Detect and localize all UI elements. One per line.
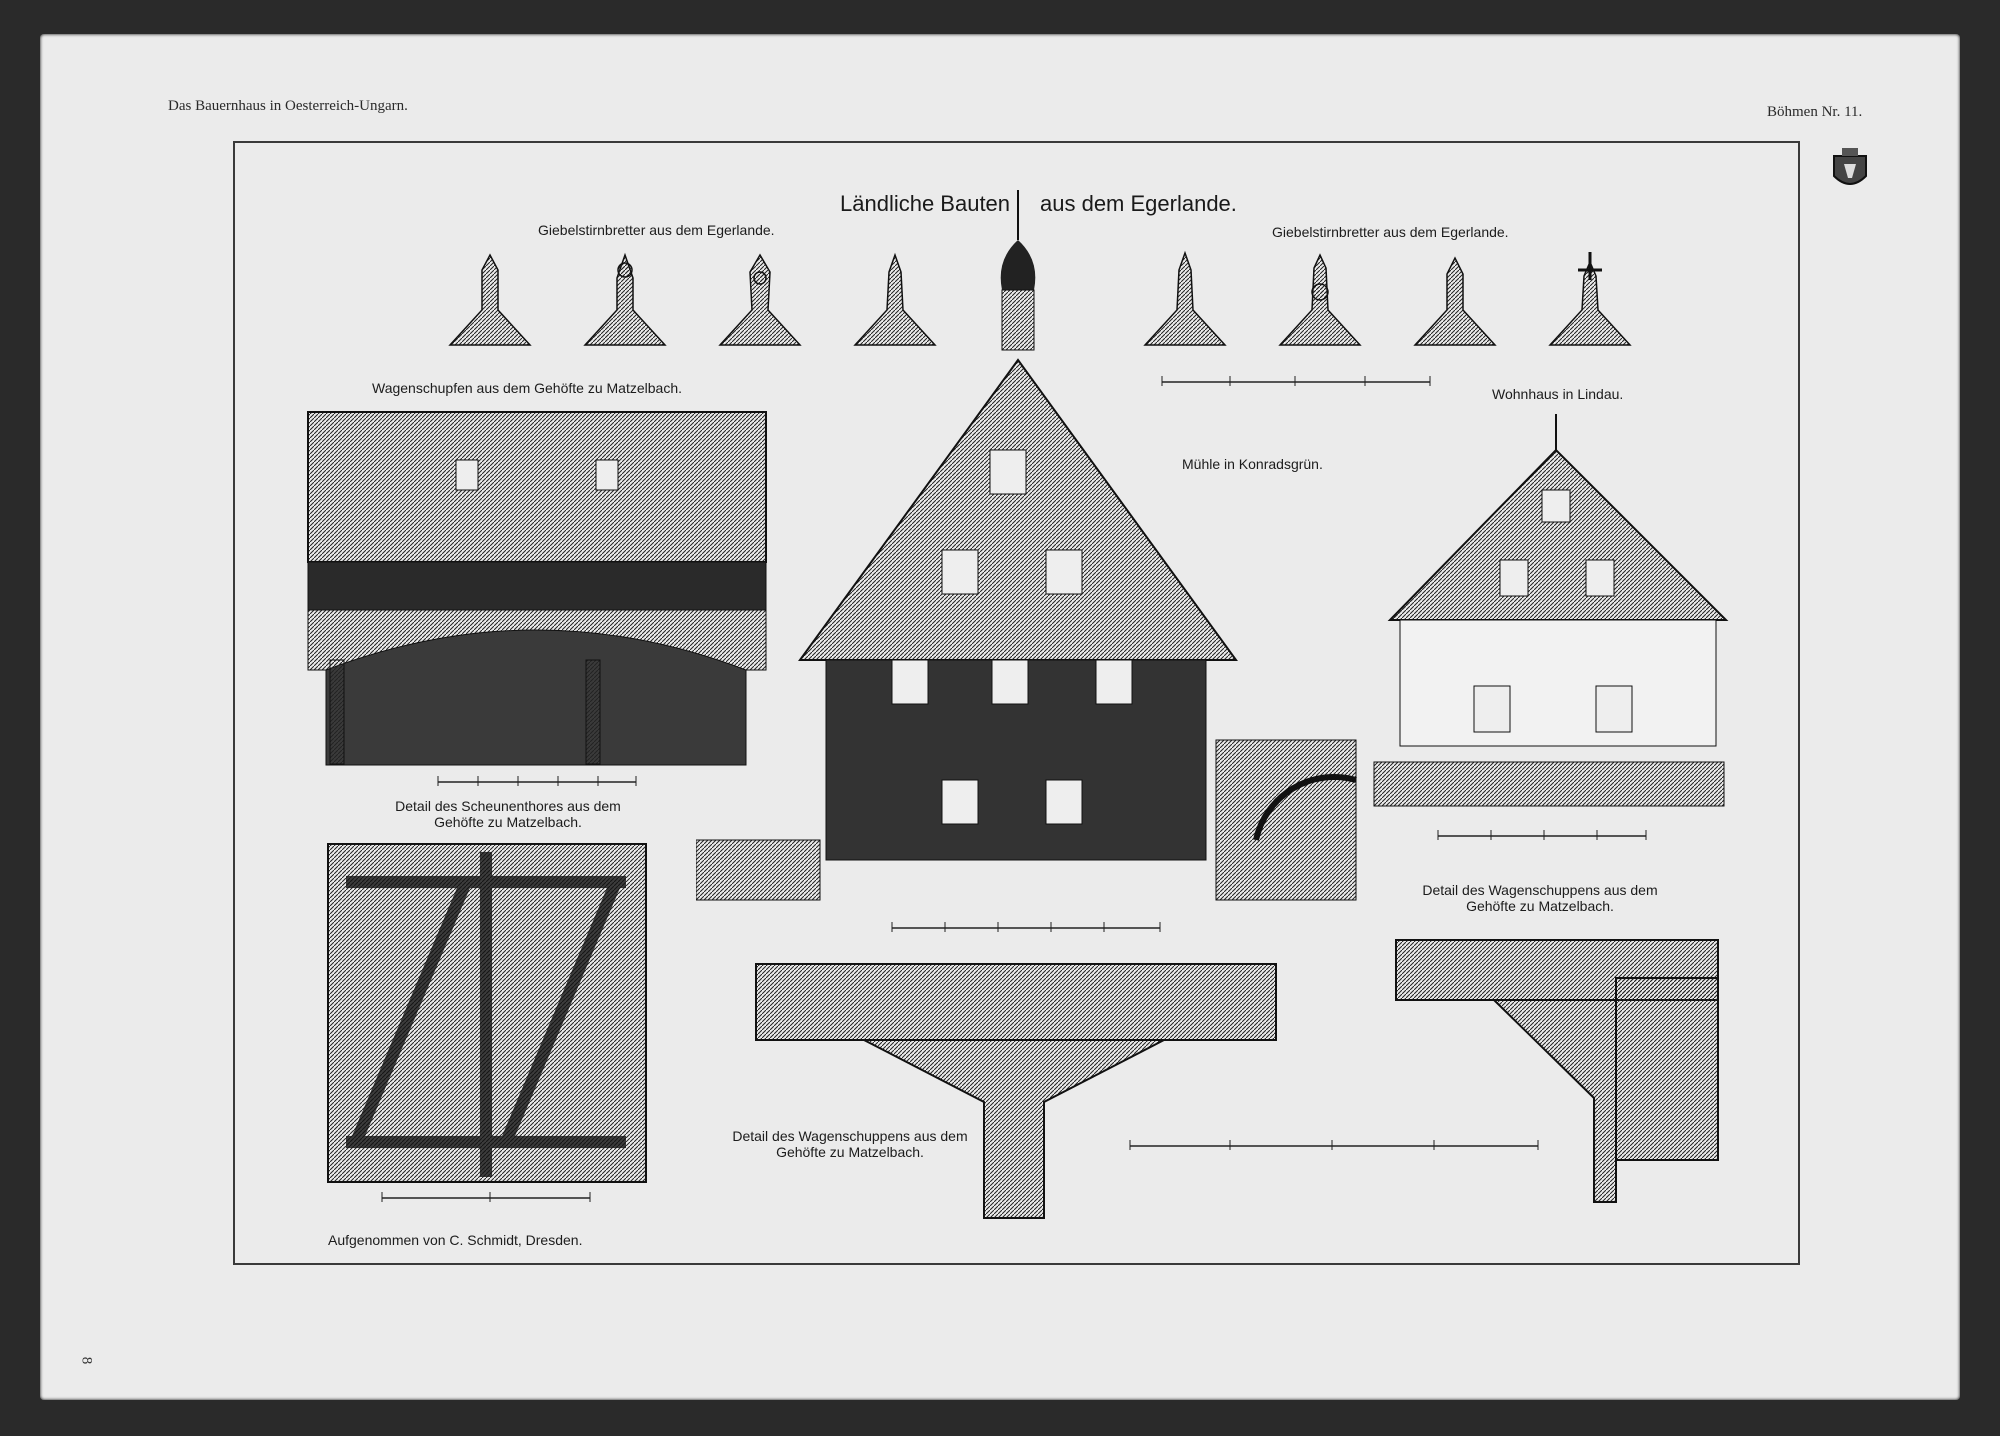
page-number: 8 bbox=[78, 1356, 95, 1365]
caption-muehle: Mühle in Konradsgrün. bbox=[1182, 456, 1323, 472]
wohnhaus-illustration bbox=[1373, 414, 1729, 807]
scale-bar-wohnhaus bbox=[1437, 830, 1647, 840]
scale-bar-wagenschupfen bbox=[437, 776, 637, 786]
wagenschuppen-detail-right-illustration bbox=[1395, 939, 1719, 1203]
caption-wohnhaus: Wohnhaus in Lindau. bbox=[1492, 386, 1624, 402]
caption-wagenschuppen-center: Detail des Wagenschuppens aus dem Gehöft… bbox=[732, 1128, 968, 1160]
caption-wagenschupfen: Wagenschupfen aus dem Gehöfte zu Matzelb… bbox=[372, 380, 682, 396]
wagenschupfen-illustration bbox=[307, 411, 767, 766]
gable-boards-illustration bbox=[448, 250, 1632, 346]
caption-credit: Aufgenommen von C. Schmidt, Dresden. bbox=[328, 1232, 583, 1248]
caption-gable-boards-left: Giebelstirnbretter aus dem Egerlande. bbox=[538, 222, 775, 238]
scale-bar-muehle bbox=[891, 922, 1161, 932]
scale-bar-detail-center bbox=[1129, 1140, 1539, 1150]
plate-frame bbox=[233, 141, 1800, 1265]
wagenschuppen-detail-center-illustration bbox=[755, 963, 1277, 1219]
scale-bar-scheunenthor bbox=[381, 1192, 591, 1202]
running-head-left: Das Bauernhaus in Oesterreich-Ungarn. bbox=[168, 98, 408, 114]
plate-title-left: Ländliche Bauten bbox=[840, 191, 1011, 216]
caption-scheunenthor: Detail des Scheunenthores aus dem Gehöft… bbox=[395, 798, 621, 830]
scale-bar-gables bbox=[1161, 376, 1431, 386]
muehle-illustration bbox=[696, 190, 1357, 901]
caption-gable-boards-right: Giebelstirnbretter aus dem Egerlande. bbox=[1272, 224, 1509, 240]
caption-wagenschuppen-right: Detail des Wagenschuppens aus dem Gehöft… bbox=[1422, 882, 1658, 914]
coat-of-arms-icon bbox=[1833, 148, 1867, 185]
plate-title-right: aus dem Egerlande. bbox=[1040, 191, 1237, 216]
scheunenthor-illustration bbox=[327, 843, 647, 1183]
running-head-right: Böhmen Nr. 11. bbox=[1767, 104, 1863, 120]
